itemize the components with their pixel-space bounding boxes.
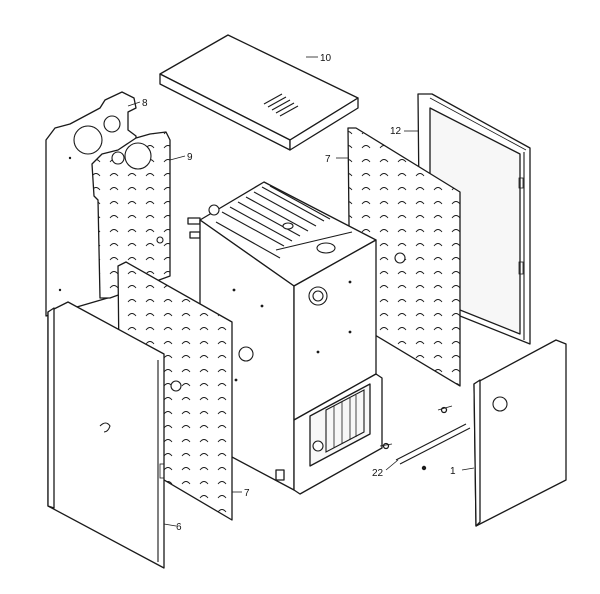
callout-9: 9 bbox=[187, 152, 193, 163]
callout-12: 12 bbox=[390, 126, 402, 137]
heat-exchanger-fins bbox=[215, 185, 353, 259]
drain-plug bbox=[275, 469, 285, 481]
callout-8: 8 bbox=[142, 98, 148, 109]
door-latch-icon bbox=[99, 422, 111, 433]
hinge-rod-part: 22 bbox=[372, 405, 471, 479]
callout-22: 22 bbox=[372, 468, 384, 479]
top-cover-part: 10 bbox=[159, 34, 359, 151]
callout-7-right: 7 bbox=[325, 154, 331, 165]
sight-glass-hole bbox=[492, 396, 508, 412]
callout-7-left: 7 bbox=[244, 488, 250, 499]
burner-door bbox=[309, 383, 371, 467]
cover-vent-slots bbox=[263, 93, 299, 117]
left-door-part: 6 bbox=[47, 301, 182, 569]
pipe-hole bbox=[103, 115, 121, 133]
callout-1: 1 bbox=[450, 466, 456, 477]
callout-6: 6 bbox=[176, 522, 182, 533]
callout-10: 10 bbox=[320, 53, 332, 64]
rear-insulation-part: 9 bbox=[91, 131, 193, 299]
flue-hole bbox=[73, 125, 103, 155]
front-door-part: 1 bbox=[450, 339, 567, 527]
